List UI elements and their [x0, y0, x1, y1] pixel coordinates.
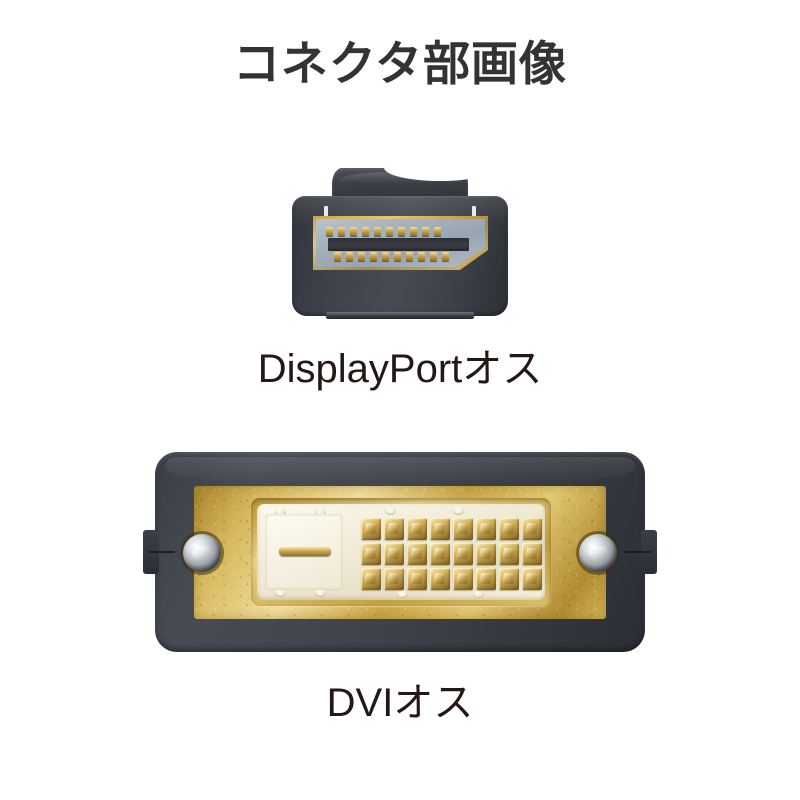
dvi-pin: [476, 568, 496, 590]
displayport-pin: [346, 252, 353, 261]
dvi-pin: [407, 543, 427, 565]
dvi-caption: DVIオス: [326, 681, 474, 725]
dvi-pin: [384, 568, 404, 590]
displayport-pin: [358, 252, 365, 261]
dvi-pin: [476, 518, 496, 540]
dvi-pin: [522, 518, 542, 540]
displayport-connector-image: [292, 165, 508, 328]
dvi-pin: [453, 568, 473, 590]
dvi-shell-cavity: [251, 498, 551, 606]
displayport-latch-tab-right: [472, 206, 476, 217]
displayport-pin: [386, 227, 393, 236]
displayport-pin: [362, 227, 369, 236]
displayport-pin: [374, 227, 381, 236]
dvi-pin: [361, 568, 381, 590]
dvi-analog-blade-zone: [265, 514, 343, 590]
dvi-insulator: [257, 504, 545, 600]
displayport-pin: [350, 227, 357, 236]
dvi-pin: [430, 543, 450, 565]
dvi-flat-blade-contact: [279, 547, 331, 556]
displayport-cavity: [316, 219, 485, 267]
displayport-pin: [326, 227, 333, 236]
dvi-side-seam-right: [625, 551, 651, 553]
dvi-side-seam-left: [149, 551, 175, 553]
dvi-pin: [522, 568, 542, 590]
dvi-moulding-dimple: [397, 590, 408, 598]
dvi-moulding-dimple: [315, 589, 326, 597]
dvi-pin: [522, 543, 542, 565]
displayport-pin: [422, 227, 429, 236]
displayport-pin: [434, 227, 441, 236]
dvi-moulding-dimple: [473, 590, 484, 598]
dvi-moulding-dimple: [275, 508, 286, 516]
dvi-pin-grid: [361, 518, 542, 590]
displayport-pin: [418, 252, 425, 261]
dvi-pin: [499, 543, 519, 565]
displayport-pin: [382, 252, 389, 261]
dvi-connector-image: [143, 452, 657, 652]
dvi-pin: [384, 518, 404, 540]
dvi-pin: [453, 518, 473, 540]
displayport-pin-row-bottom: [334, 252, 449, 261]
dvi-pin: [384, 543, 404, 565]
displayport-center-slot: [328, 238, 469, 251]
dvi-pin: [407, 518, 427, 540]
dvi-pin: [361, 543, 381, 565]
displayport-pin-row-top: [326, 227, 441, 236]
dvi-thumbscrew-left: [183, 534, 221, 572]
dvi-moulding-dimple: [275, 589, 286, 597]
dvi-pin: [499, 518, 519, 540]
displayport-pin: [410, 227, 417, 236]
dvi-pin: [476, 543, 496, 565]
displayport-pin: [370, 252, 377, 261]
dvi-pin: [430, 568, 450, 590]
displayport-pin: [398, 227, 405, 236]
dvi-pin: [407, 568, 427, 590]
displayport-pin: [394, 252, 401, 261]
dvi-moulding-dimple: [315, 508, 326, 516]
dvi-pin: [430, 518, 450, 540]
displayport-pin: [430, 252, 437, 261]
displayport-pin: [406, 252, 413, 261]
displayport-pin: [334, 252, 341, 261]
displayport-bottom-lip: [326, 312, 474, 319]
page-title: コネクタ部画像: [232, 37, 568, 90]
dvi-thumbscrew-right: [579, 534, 617, 572]
displayport-boot-dip: [384, 165, 496, 181]
dvi-moulding-dimple: [385, 507, 396, 515]
dvi-moulding-dimple: [453, 507, 464, 515]
dvi-pin: [361, 518, 381, 540]
displayport-caption: DisplayPortオス: [257, 347, 543, 391]
displayport-pin: [442, 252, 449, 261]
dvi-pin: [499, 568, 519, 590]
dvi-pin: [453, 543, 473, 565]
displayport-pin: [338, 227, 345, 236]
displayport-gold-shell: [313, 216, 488, 270]
displayport-latch-tab-left: [324, 206, 328, 217]
